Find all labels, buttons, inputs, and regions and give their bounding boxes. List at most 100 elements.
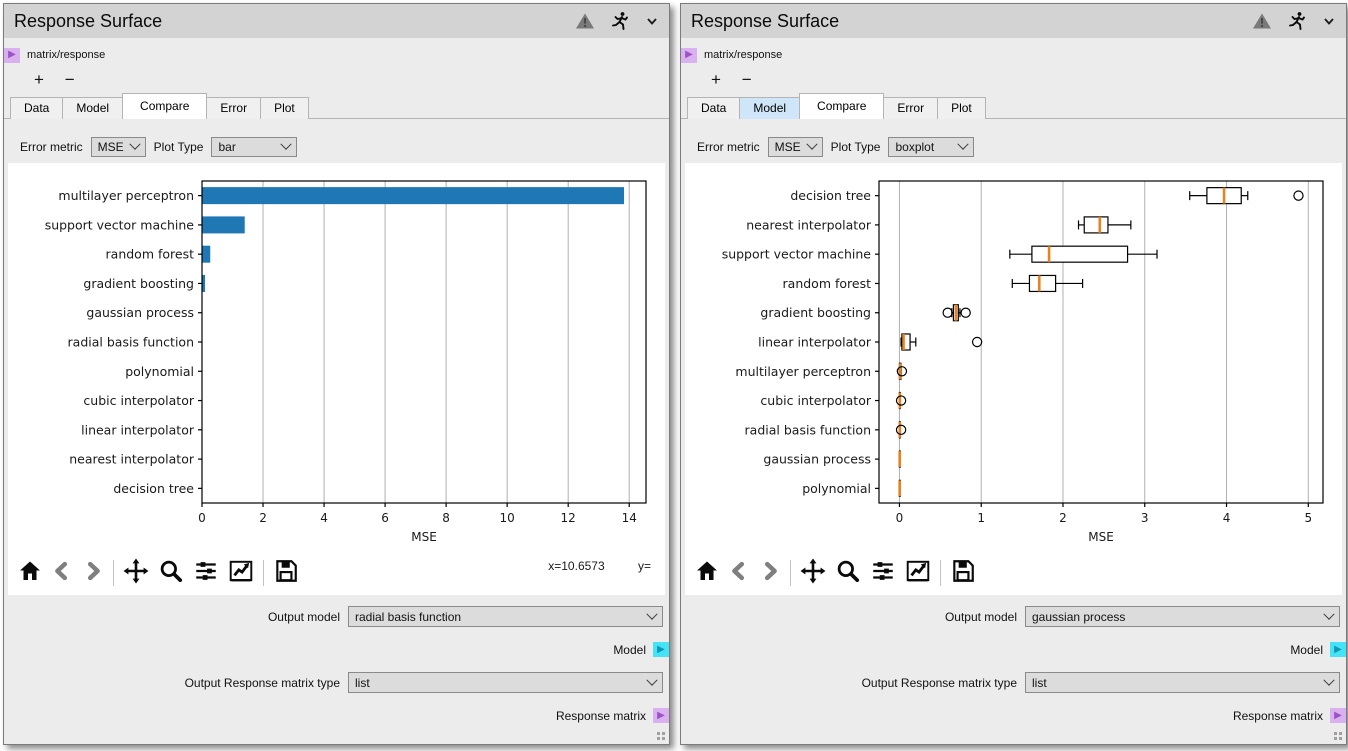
error-metric-label: Error metric: [697, 140, 760, 154]
tab-error[interactable]: Error: [206, 97, 262, 119]
svg-text:0: 0: [198, 511, 206, 525]
model-output-port-icon[interactable]: ▶: [653, 642, 669, 657]
model-port-row: Model ▶: [613, 642, 669, 657]
tab-plot[interactable]: Plot: [937, 97, 986, 119]
subplots-icon[interactable]: [193, 558, 219, 589]
svg-text:decision tree: decision tree: [790, 188, 871, 203]
pan-icon[interactable]: [123, 558, 149, 589]
remove-button[interactable]: −: [741, 70, 752, 89]
svg-text:radial basis function: radial basis function: [68, 335, 194, 350]
svg-text:polynomial: polynomial: [125, 364, 194, 379]
output-model-label: Output model: [267, 609, 340, 624]
error-metric-select[interactable]: MSE: [90, 137, 146, 157]
plot-settings-icon[interactable]: [228, 558, 254, 589]
zoom-icon[interactable]: [835, 558, 861, 589]
svg-text:4: 4: [320, 511, 328, 525]
svg-text:1: 1: [977, 511, 985, 525]
chart-controls: Error metric MSE Plot Type bar: [20, 137, 313, 157]
output-model-label: Output model: [944, 609, 1017, 624]
tab-plot[interactable]: Plot: [260, 97, 309, 119]
save-icon[interactable]: [273, 558, 299, 589]
pan-icon[interactable]: [800, 558, 826, 589]
tab-model[interactable]: Model: [62, 97, 124, 119]
svg-text:support vector machine: support vector machine: [45, 217, 195, 232]
subplots-icon[interactable]: [870, 558, 896, 589]
forward-icon[interactable]: [759, 559, 781, 588]
cursor-coordinates: x=10.6573 y=: [548, 559, 651, 573]
collapse-chevron-icon[interactable]: [1322, 14, 1336, 28]
plot-settings-icon[interactable]: [905, 558, 931, 589]
home-icon[interactable]: [18, 559, 42, 588]
tab-error[interactable]: Error: [883, 97, 939, 119]
matrix-input-port-icon[interactable]: ▶: [4, 47, 20, 63]
toolbar-separator: [790, 560, 791, 586]
node-titlebar[interactable]: Response Surface: [681, 4, 1346, 38]
plot-type-select[interactable]: boxplot: [888, 137, 975, 157]
add-button[interactable]: +: [711, 70, 721, 89]
svg-text:nearest interpolator: nearest interpolator: [746, 217, 872, 232]
node-path-label: matrix/response: [27, 49, 106, 61]
toolbar-separator: [113, 560, 114, 586]
output-matrix-type-select[interactable]: list: [1025, 672, 1340, 693]
svg-text:12: 12: [561, 511, 576, 525]
response-matrix-output-port-icon[interactable]: ▶: [1330, 708, 1346, 723]
matrix-input-port-icon[interactable]: ▶: [681, 47, 697, 63]
tab-data[interactable]: Data: [10, 97, 64, 119]
resize-grip[interactable]: [1334, 732, 1343, 741]
chevron-down-icon: [646, 674, 658, 686]
input-port-row: ▶ matrix/response: [681, 47, 782, 63]
runner-icon: [611, 11, 629, 31]
node-title: Response Surface: [691, 10, 840, 31]
back-icon[interactable]: [51, 559, 73, 588]
output-model-select[interactable]: gaussian process: [1025, 606, 1340, 627]
output-matrix-type-row: Output Response matrix type list: [4, 672, 669, 693]
output-model-select[interactable]: radial basis function: [348, 606, 663, 627]
cursor-coordinates: [1298, 559, 1328, 573]
plot-type-select[interactable]: bar: [211, 137, 298, 157]
svg-text:2: 2: [1059, 511, 1067, 525]
add-button[interactable]: +: [34, 70, 44, 89]
tab-compare[interactable]: Compare: [122, 93, 208, 119]
tab-compare[interactable]: Compare: [799, 93, 885, 119]
svg-text:5: 5: [1304, 511, 1312, 525]
node-title: Response Surface: [14, 10, 163, 31]
warning-icon: [1252, 11, 1272, 31]
node-titlebar[interactable]: Response Surface: [4, 4, 669, 38]
svg-text:gradient boosting: gradient boosting: [83, 276, 194, 291]
output-matrix-type-select[interactable]: list: [348, 672, 663, 693]
error-metric-label: Error metric: [20, 140, 83, 154]
model-port-label: Model: [613, 642, 646, 657]
tab-bar: Data Model Compare Error Plot: [687, 93, 986, 119]
svg-text:cubic interpolator: cubic interpolator: [760, 393, 871, 408]
zoom-icon[interactable]: [158, 558, 184, 589]
response-surface-node-panel: Response Surface ▶ matrix/response + − D…: [680, 3, 1347, 745]
model-output-port-icon[interactable]: ▶: [1330, 642, 1346, 657]
tab-bar: Data Model Compare Error Plot: [10, 93, 309, 119]
remove-button[interactable]: −: [64, 70, 75, 89]
back-icon[interactable]: [728, 559, 750, 588]
error-metric-select[interactable]: MSE: [767, 137, 823, 157]
response-matrix-output-port-icon[interactable]: ▶: [653, 708, 669, 723]
svg-text:support vector machine: support vector machine: [722, 247, 872, 262]
forward-icon[interactable]: [82, 559, 104, 588]
save-icon[interactable]: [950, 558, 976, 589]
svg-text:polynomial: polynomial: [802, 481, 871, 496]
collapse-chevron-icon[interactable]: [645, 14, 659, 28]
tab-data[interactable]: Data: [687, 97, 741, 119]
chart-controls: Error metric MSE Plot Type boxplot: [697, 137, 990, 157]
matplotlib-toolbar: [8, 551, 665, 595]
home-icon[interactable]: [695, 559, 719, 588]
response-matrix-port-label: Response matrix: [1232, 708, 1323, 723]
resize-grip[interactable]: [657, 732, 666, 741]
svg-text:MSE: MSE: [411, 530, 437, 544]
svg-text:4: 4: [1223, 511, 1231, 525]
svg-text:linear interpolator: linear interpolator: [758, 335, 872, 350]
output-matrix-type-label: Output Response matrix type: [861, 675, 1017, 690]
tab-model[interactable]: Model: [739, 97, 801, 119]
svg-text:gaussian process: gaussian process: [86, 305, 194, 320]
output-model-row: Output model radial basis function: [4, 606, 669, 627]
input-port-row: ▶ matrix/response: [4, 47, 105, 63]
